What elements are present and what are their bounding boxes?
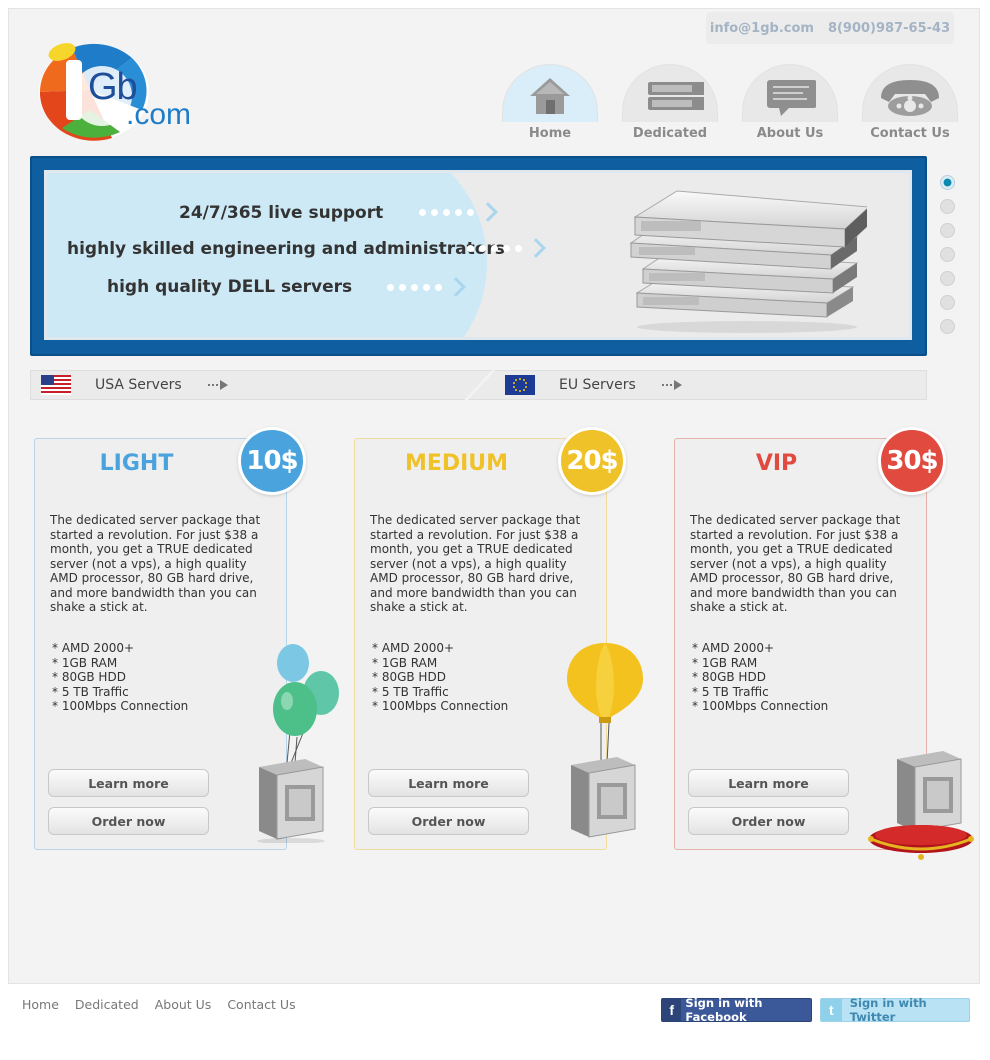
plan-price-badge: 30$ — [878, 427, 946, 495]
plan-card-vip: VIP 30$ The dedicated server package tha… — [674, 427, 974, 860]
plan-spec-item: * 1GB RAM — [372, 655, 438, 670]
nav-about[interactable]: About Us — [740, 62, 840, 148]
banner-arrow-icon — [419, 202, 498, 222]
banner-line-servers: high quality DELL servers — [107, 277, 353, 297]
plan-spec-item: * AMD 2000+ — [52, 641, 135, 655]
server-stack-image — [629, 190, 867, 333]
banner-arrow-icon — [467, 238, 546, 258]
slide-dot[interactable] — [940, 175, 955, 190]
plan-title: VIP — [755, 451, 798, 476]
server-location-bar: USA Servers EU Servers — [30, 370, 927, 400]
main-nav: Home Dedicated About Us — [500, 62, 960, 148]
plan-specs: * AMD 2000+ * 1GB RAM * 80GB HDD * 5 TB … — [52, 641, 252, 714]
usa-servers-tab[interactable]: USA Servers — [30, 370, 492, 400]
order-now-button[interactable]: Order now — [48, 807, 209, 835]
eu-flag-icon — [505, 375, 535, 395]
plan-title: LIGHT — [99, 451, 174, 476]
home-icon — [530, 78, 570, 114]
footer-nav: Home Dedicated About Us Contact Us — [22, 997, 296, 1012]
banner-line-support: 24/7/365 live support — [179, 203, 384, 223]
plan-spec-item: * 100Mbps Connection — [52, 699, 189, 713]
contact-email[interactable]: info@1gb.com — [709, 20, 814, 36]
plan-price-badge: 20$ — [558, 427, 626, 495]
plan-description: The dedicated server package that starte… — [50, 513, 261, 614]
eu-servers-label: EU Servers — [559, 377, 636, 393]
server-rack-icon — [648, 82, 704, 110]
facebook-signin-label: Sign in with Facebook — [685, 996, 763, 1024]
usa-servers-label: USA Servers — [95, 377, 182, 393]
plan-title: MEDIUM — [404, 451, 509, 476]
plan-spec-item: * 5 TB Traffic — [372, 684, 449, 699]
plan-card-light: LIGHT 10$ The dedicated server package t… — [34, 427, 339, 850]
hero-banner: 24/7/365 live support highly skilled eng… — [30, 156, 927, 356]
plan-spec-item: * 5 TB Traffic — [692, 684, 769, 699]
header-contact: info@1gb.com 8(900)987-65-43 — [706, 12, 954, 44]
arrow-right-icon — [207, 380, 230, 390]
plan-description: The dedicated server package that starte… — [370, 513, 581, 614]
plan-spec-item: * AMD 2000+ — [692, 641, 775, 655]
banner-line-engineering: highly skilled engineering and administr… — [67, 239, 505, 259]
footer-link-home[interactable]: Home — [22, 997, 59, 1012]
site-logo[interactable]: Gb .com — [32, 40, 192, 144]
twitter-icon: t — [821, 999, 842, 1021]
order-now-button[interactable]: Order now — [368, 807, 529, 835]
plan-spec-item: * 1GB RAM — [52, 655, 118, 670]
plan-spec-item: * 5 TB Traffic — [52, 684, 129, 699]
nav-dedicated-label: Dedicated — [632, 126, 708, 141]
facebook-icon: f — [662, 999, 682, 1021]
usa-flag-icon — [41, 375, 71, 395]
learn-more-button[interactable]: Learn more — [368, 769, 529, 797]
footer-link-contact[interactable]: Contact Us — [227, 997, 296, 1012]
slide-dot[interactable] — [940, 223, 955, 238]
slide-dot[interactable] — [940, 247, 955, 262]
plan-spec-item: * 100Mbps Connection — [692, 699, 829, 713]
cushion-server-icon — [868, 751, 974, 860]
facebook-signin-button[interactable]: f Sign in with Facebook — [661, 996, 812, 1024]
slide-dot[interactable] — [940, 319, 955, 334]
plan-description: The dedicated server package that starte… — [690, 513, 901, 614]
hot-air-balloon-server-icon — [567, 643, 643, 838]
order-now-button[interactable]: Order now — [688, 807, 849, 835]
banner-pagination — [940, 175, 955, 334]
slide-dot[interactable] — [940, 199, 955, 214]
chat-bubble-icon — [767, 80, 816, 116]
phone-icon — [881, 80, 939, 116]
banner-arrow-icon — [387, 277, 466, 297]
plan-spec-item: * 80GB HDD — [52, 670, 126, 684]
nav-about-label: About Us — [756, 126, 824, 141]
eu-servers-tab[interactable]: EU Servers — [468, 370, 927, 400]
logo-mark-icon — [39, 43, 149, 141]
plan-spec-item: * AMD 2000+ — [372, 641, 455, 655]
plan-specs: * AMD 2000+ * 1GB RAM * 80GB HDD * 5 TB … — [692, 641, 892, 714]
nav-home-label: Home — [528, 126, 572, 141]
logo-suffix: .com — [126, 98, 192, 131]
plan-spec-item: * 100Mbps Connection — [372, 699, 509, 713]
plan-card-medium: MEDIUM 20$ The dedicated server package … — [354, 427, 643, 850]
slide-dot[interactable] — [940, 271, 955, 286]
arrow-right-icon — [661, 380, 684, 390]
nav-dedicated[interactable]: Dedicated — [620, 62, 720, 148]
logo-text: Gb — [88, 66, 138, 108]
footer-link-about[interactable]: About Us — [154, 997, 212, 1012]
nav-contact-label: Contact Us — [870, 126, 950, 141]
plan-specs: * AMD 2000+ * 1GB RAM * 80GB HDD * 5 TB … — [372, 641, 572, 714]
plan-price-badge: 10$ — [238, 427, 306, 495]
learn-more-button[interactable]: Learn more — [688, 769, 849, 797]
plan-spec-item: * 80GB HDD — [372, 670, 446, 684]
plan-spec-item: * 80GB HDD — [692, 670, 766, 684]
slide-dot[interactable] — [940, 295, 955, 310]
plan-spec-item: * 1GB RAM — [692, 655, 758, 670]
balloons-server-icon — [257, 644, 339, 843]
contact-phone: 8(900)987-65-43 — [827, 20, 951, 36]
nav-contact[interactable]: Contact Us — [860, 62, 960, 148]
nav-home[interactable]: Home — [500, 62, 600, 148]
twitter-signin-button[interactable]: t Sign in with Twitter — [820, 996, 970, 1024]
footer-link-dedicated[interactable]: Dedicated — [74, 997, 139, 1012]
twitter-signin-label: Sign in with Twitter — [849, 996, 927, 1024]
learn-more-button[interactable]: Learn more — [48, 769, 209, 797]
